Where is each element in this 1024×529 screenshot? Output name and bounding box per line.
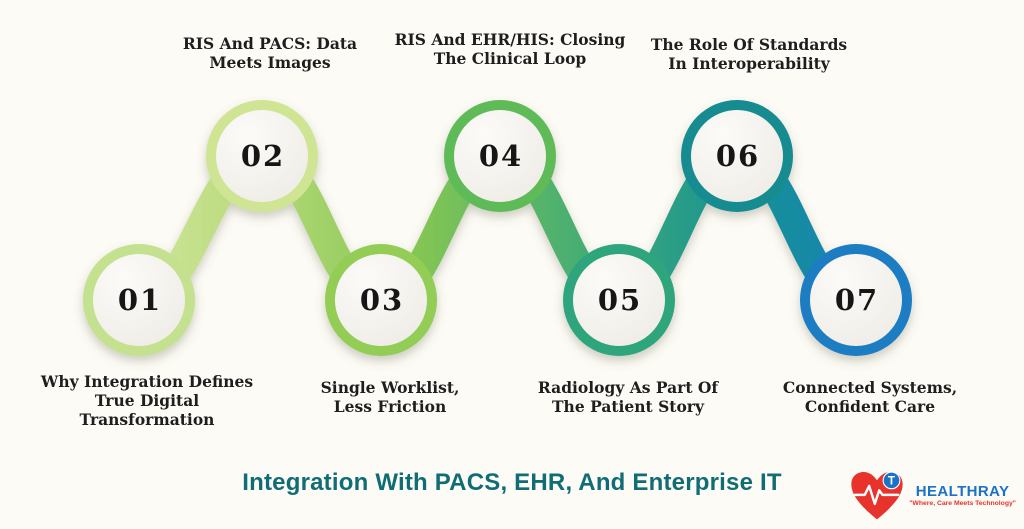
logo-text: HEALTHRAY "Where, Care Meets Technology"	[909, 484, 1016, 508]
heart-ecg-icon: T	[851, 471, 903, 520]
step-07-label: Connected Systems, Confident Care	[782, 378, 958, 417]
step-07-face	[810, 254, 902, 346]
step-04-number: 04	[478, 139, 524, 173]
step-01-label: Why Integration Defines True Digital Tra…	[40, 372, 254, 430]
step-04-face	[454, 110, 546, 202]
step-06-face	[691, 110, 783, 202]
step-05-label: Radiology As Part Of The Patient Story	[537, 378, 719, 417]
step-07-number: 07	[834, 283, 880, 317]
step-05-number: 05	[597, 283, 643, 317]
logo-t-badge	[882, 471, 901, 490]
step-03-number: 03	[359, 283, 405, 317]
step-06-number: 06	[715, 139, 761, 173]
step-02-face	[216, 110, 308, 202]
step-05-face	[573, 254, 665, 346]
step-03-face	[335, 254, 427, 346]
step-01-face	[93, 254, 185, 346]
logo-t-letter: T	[888, 475, 896, 488]
logo-tagline: "Where, Care Meets Technology"	[909, 500, 1016, 508]
step-04-label: RIS And EHR/HIS: Closing The Clinical Lo…	[394, 30, 626, 69]
page-title: Integration With PACS, EHR, And Enterpri…	[242, 469, 782, 496]
step-02-label: RIS And PACS: Data Meets Images	[182, 34, 358, 73]
logo-name: HEALTHRAY	[915, 483, 1010, 501]
step-03-label: Single Worklist, Less Friction	[320, 378, 460, 417]
ecg-line	[853, 484, 900, 506]
step-02-number: 02	[240, 139, 286, 173]
step-01-number: 01	[117, 283, 163, 317]
step-06-label: The Role Of Standards In Interoperabilit…	[650, 35, 848, 74]
healthray-logo: T HEALTHRAY "Where, Care Meets Technolog…	[848, 469, 1016, 523]
